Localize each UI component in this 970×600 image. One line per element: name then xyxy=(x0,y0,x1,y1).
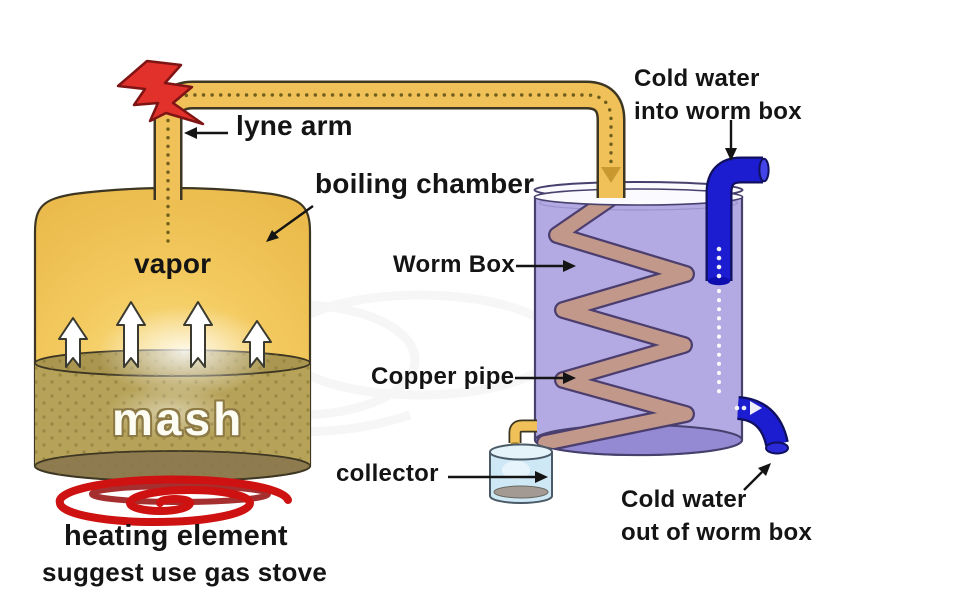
cold-water-out-pipe xyxy=(734,396,789,455)
cold-water-out-line2: out of worm box xyxy=(621,519,813,546)
boiling-chamber-arrow xyxy=(266,205,314,242)
cold-water-in-arrow xyxy=(725,120,737,161)
left-arrow-icon xyxy=(184,127,197,139)
cold-water-in-line2: into worm box xyxy=(634,98,802,125)
right-arrow-icon xyxy=(563,260,576,272)
lyne-arm-arrow xyxy=(184,127,228,139)
vapor-path-dots xyxy=(166,93,613,243)
distillate-drip-pipe xyxy=(508,419,537,446)
collector-arrow xyxy=(448,471,548,483)
collector-cup xyxy=(489,443,553,504)
copper-pipe-arrow xyxy=(515,372,576,384)
lyne-arm-label: lyne arm xyxy=(236,110,353,141)
vapor-arrowhead xyxy=(601,167,621,183)
down-arrow-icon xyxy=(725,148,737,161)
up-right-arrow-icon xyxy=(758,463,771,476)
heating-note-label: suggest use gas stove xyxy=(42,557,328,587)
up-arrow-icon xyxy=(242,320,272,368)
right-arrow-icon xyxy=(535,471,548,483)
boiling-chamber-label: boiling chamber xyxy=(315,168,535,199)
up-arrow-icon xyxy=(116,301,146,368)
heating-coil xyxy=(55,475,292,526)
vapor-arrows xyxy=(58,301,272,368)
vapor-label: vapor xyxy=(134,248,212,279)
leader-arrows xyxy=(184,120,771,491)
cold-water-out-label: Cold water out of worm box xyxy=(621,483,812,549)
cold-water-in-line1: Cold water xyxy=(634,65,760,92)
collector-label: collector xyxy=(336,460,439,487)
cold-water-out-arrow xyxy=(743,463,771,491)
worm-box-vessel xyxy=(533,181,744,457)
flow-dots xyxy=(716,246,722,279)
worm-box-arrow xyxy=(516,260,576,272)
copper-pipe-label: Copper pipe xyxy=(371,363,515,390)
lightning-bolt-icon xyxy=(116,59,205,126)
down-left-arrow-icon xyxy=(266,230,279,242)
mash-label: mash xyxy=(112,393,245,445)
cold-water-in-label: Cold water into worm box xyxy=(634,62,802,128)
up-arrow-icon xyxy=(183,301,213,368)
up-arrow-icon xyxy=(58,317,88,368)
copper-coil xyxy=(536,196,695,452)
right-arrow-icon xyxy=(563,372,576,384)
boiling-chamber-vessel xyxy=(33,186,312,483)
cold-water-in-pipe xyxy=(705,156,770,286)
heating-element-label: heating element xyxy=(64,520,288,552)
worm-box-label: Worm Box xyxy=(393,251,515,278)
flow-arrow xyxy=(734,401,762,415)
cold-water-out-line1: Cold water xyxy=(621,486,747,513)
